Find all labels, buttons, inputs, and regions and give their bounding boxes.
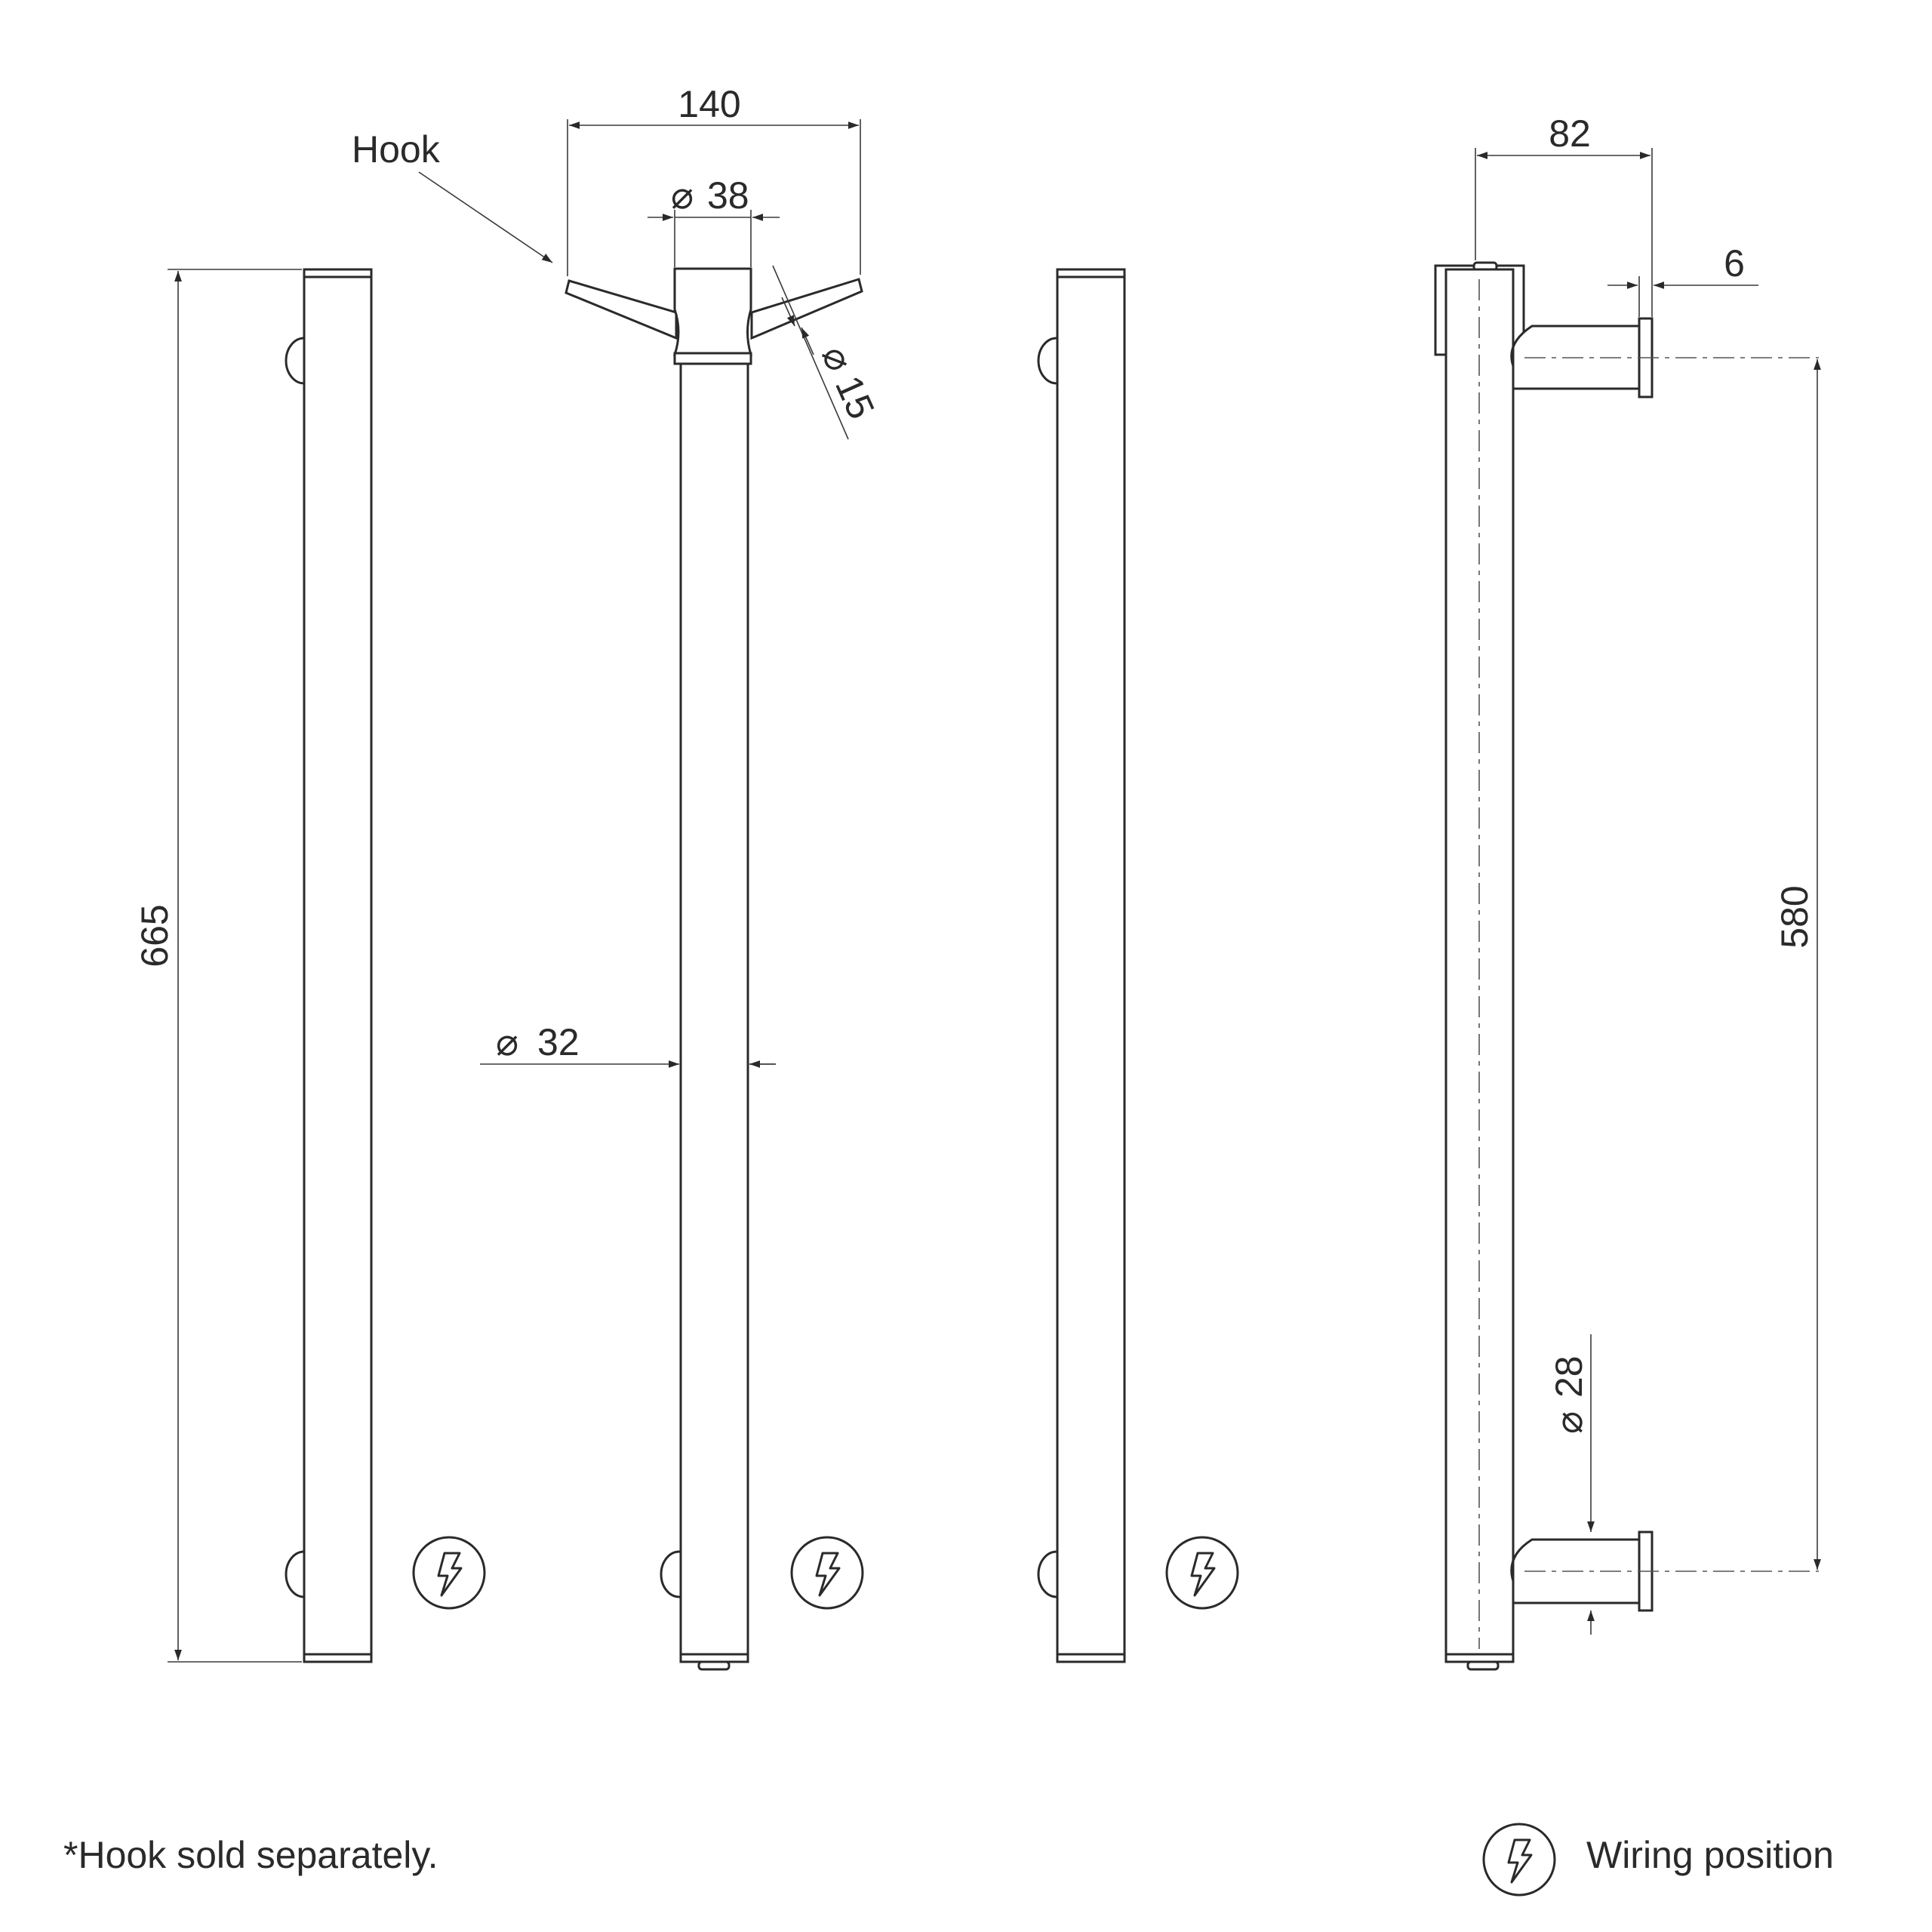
dim-rail-dia-symbol: ⌀	[496, 1021, 518, 1063]
wiring-position-legend: Wiring position	[1586, 1834, 1834, 1876]
wiring-icon	[1165, 1536, 1239, 1610]
dim-hook-diameter: 15	[827, 370, 883, 426]
view-front-1: 665	[134, 268, 486, 1663]
dim-post-diameter: 38	[707, 174, 749, 217]
hook-label: Hook	[352, 128, 441, 171]
wiring-legend-icon	[1482, 1823, 1556, 1897]
view-front-hook: 140 ⌀ 38 ⌀ 15 Hook ⌀ 32	[352, 83, 883, 1671]
dim-rail-diameter: 32	[537, 1021, 580, 1063]
dim-overall-height: 665	[134, 904, 176, 967]
dim-projection: 82	[1549, 112, 1591, 155]
wiring-icon	[412, 1536, 486, 1610]
dim-bracket-dia-symbol: ⌀	[1548, 1411, 1590, 1434]
dim-hook-dia-symbol: ⌀	[814, 340, 861, 377]
wiring-icon	[790, 1536, 864, 1610]
dim-post-dia-symbol: ⌀	[671, 174, 694, 217]
view-front-2	[1037, 268, 1239, 1663]
dim-bracket-centres: 580	[1774, 885, 1816, 948]
dim-flange-thickness: 6	[1724, 242, 1745, 285]
dim-hook-span: 140	[678, 83, 740, 125]
view-side: 82 6 580 ⌀ 28	[1434, 112, 1821, 1671]
hook-sold-separately-note: *Hook sold separately.	[63, 1834, 438, 1876]
dim-bracket-diameter: 28	[1548, 1355, 1590, 1398]
